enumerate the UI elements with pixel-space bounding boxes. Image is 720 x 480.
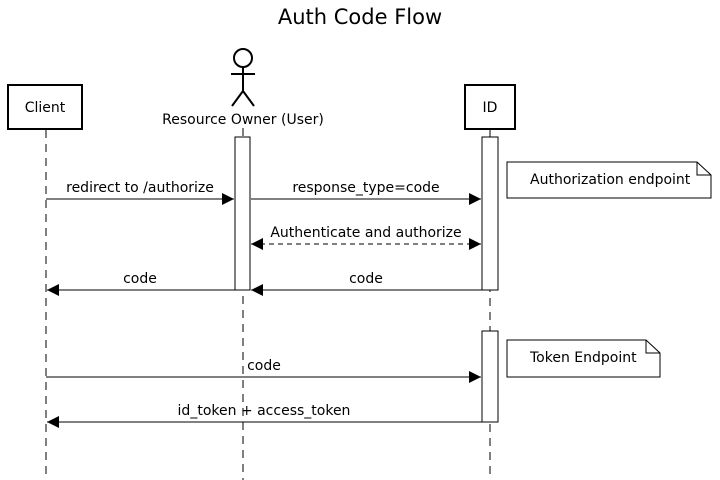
id-participant-label: ID: [483, 100, 498, 116]
message-label-tokens: id_token + access_token: [178, 403, 351, 419]
id-activation-1: [481, 136, 499, 291]
resource-owner-activation: [234, 136, 251, 291]
note-authorization-endpoint: Authorization endpoint: [506, 161, 712, 199]
message-label-redirect: redirect to /authorize: [66, 180, 214, 196]
note-authorization-endpoint-text: Authorization endpoint: [530, 172, 691, 188]
client-participant-label: Client: [25, 100, 66, 116]
note-token-endpoint: Token Endpoint: [506, 339, 661, 378]
resource-owner-label: Resource Owner (User): [162, 112, 324, 128]
message-label-response-type: response_type=code: [292, 180, 439, 196]
message-label-code-to-client: code: [123, 271, 157, 287]
diagram-title: Auth Code Flow: [278, 5, 442, 29]
note-token-endpoint-text: Token Endpoint: [529, 350, 637, 366]
message-label-code-to-owner: code: [349, 271, 383, 287]
client-participant-box: [7, 84, 83, 130]
message-label-authenticate: Authenticate and authorize: [270, 225, 461, 241]
id-participant-box: [464, 84, 516, 130]
message-label-code-to-id: code: [247, 358, 281, 374]
actor-icon: [231, 48, 255, 107]
id-activation-2: [481, 330, 499, 423]
